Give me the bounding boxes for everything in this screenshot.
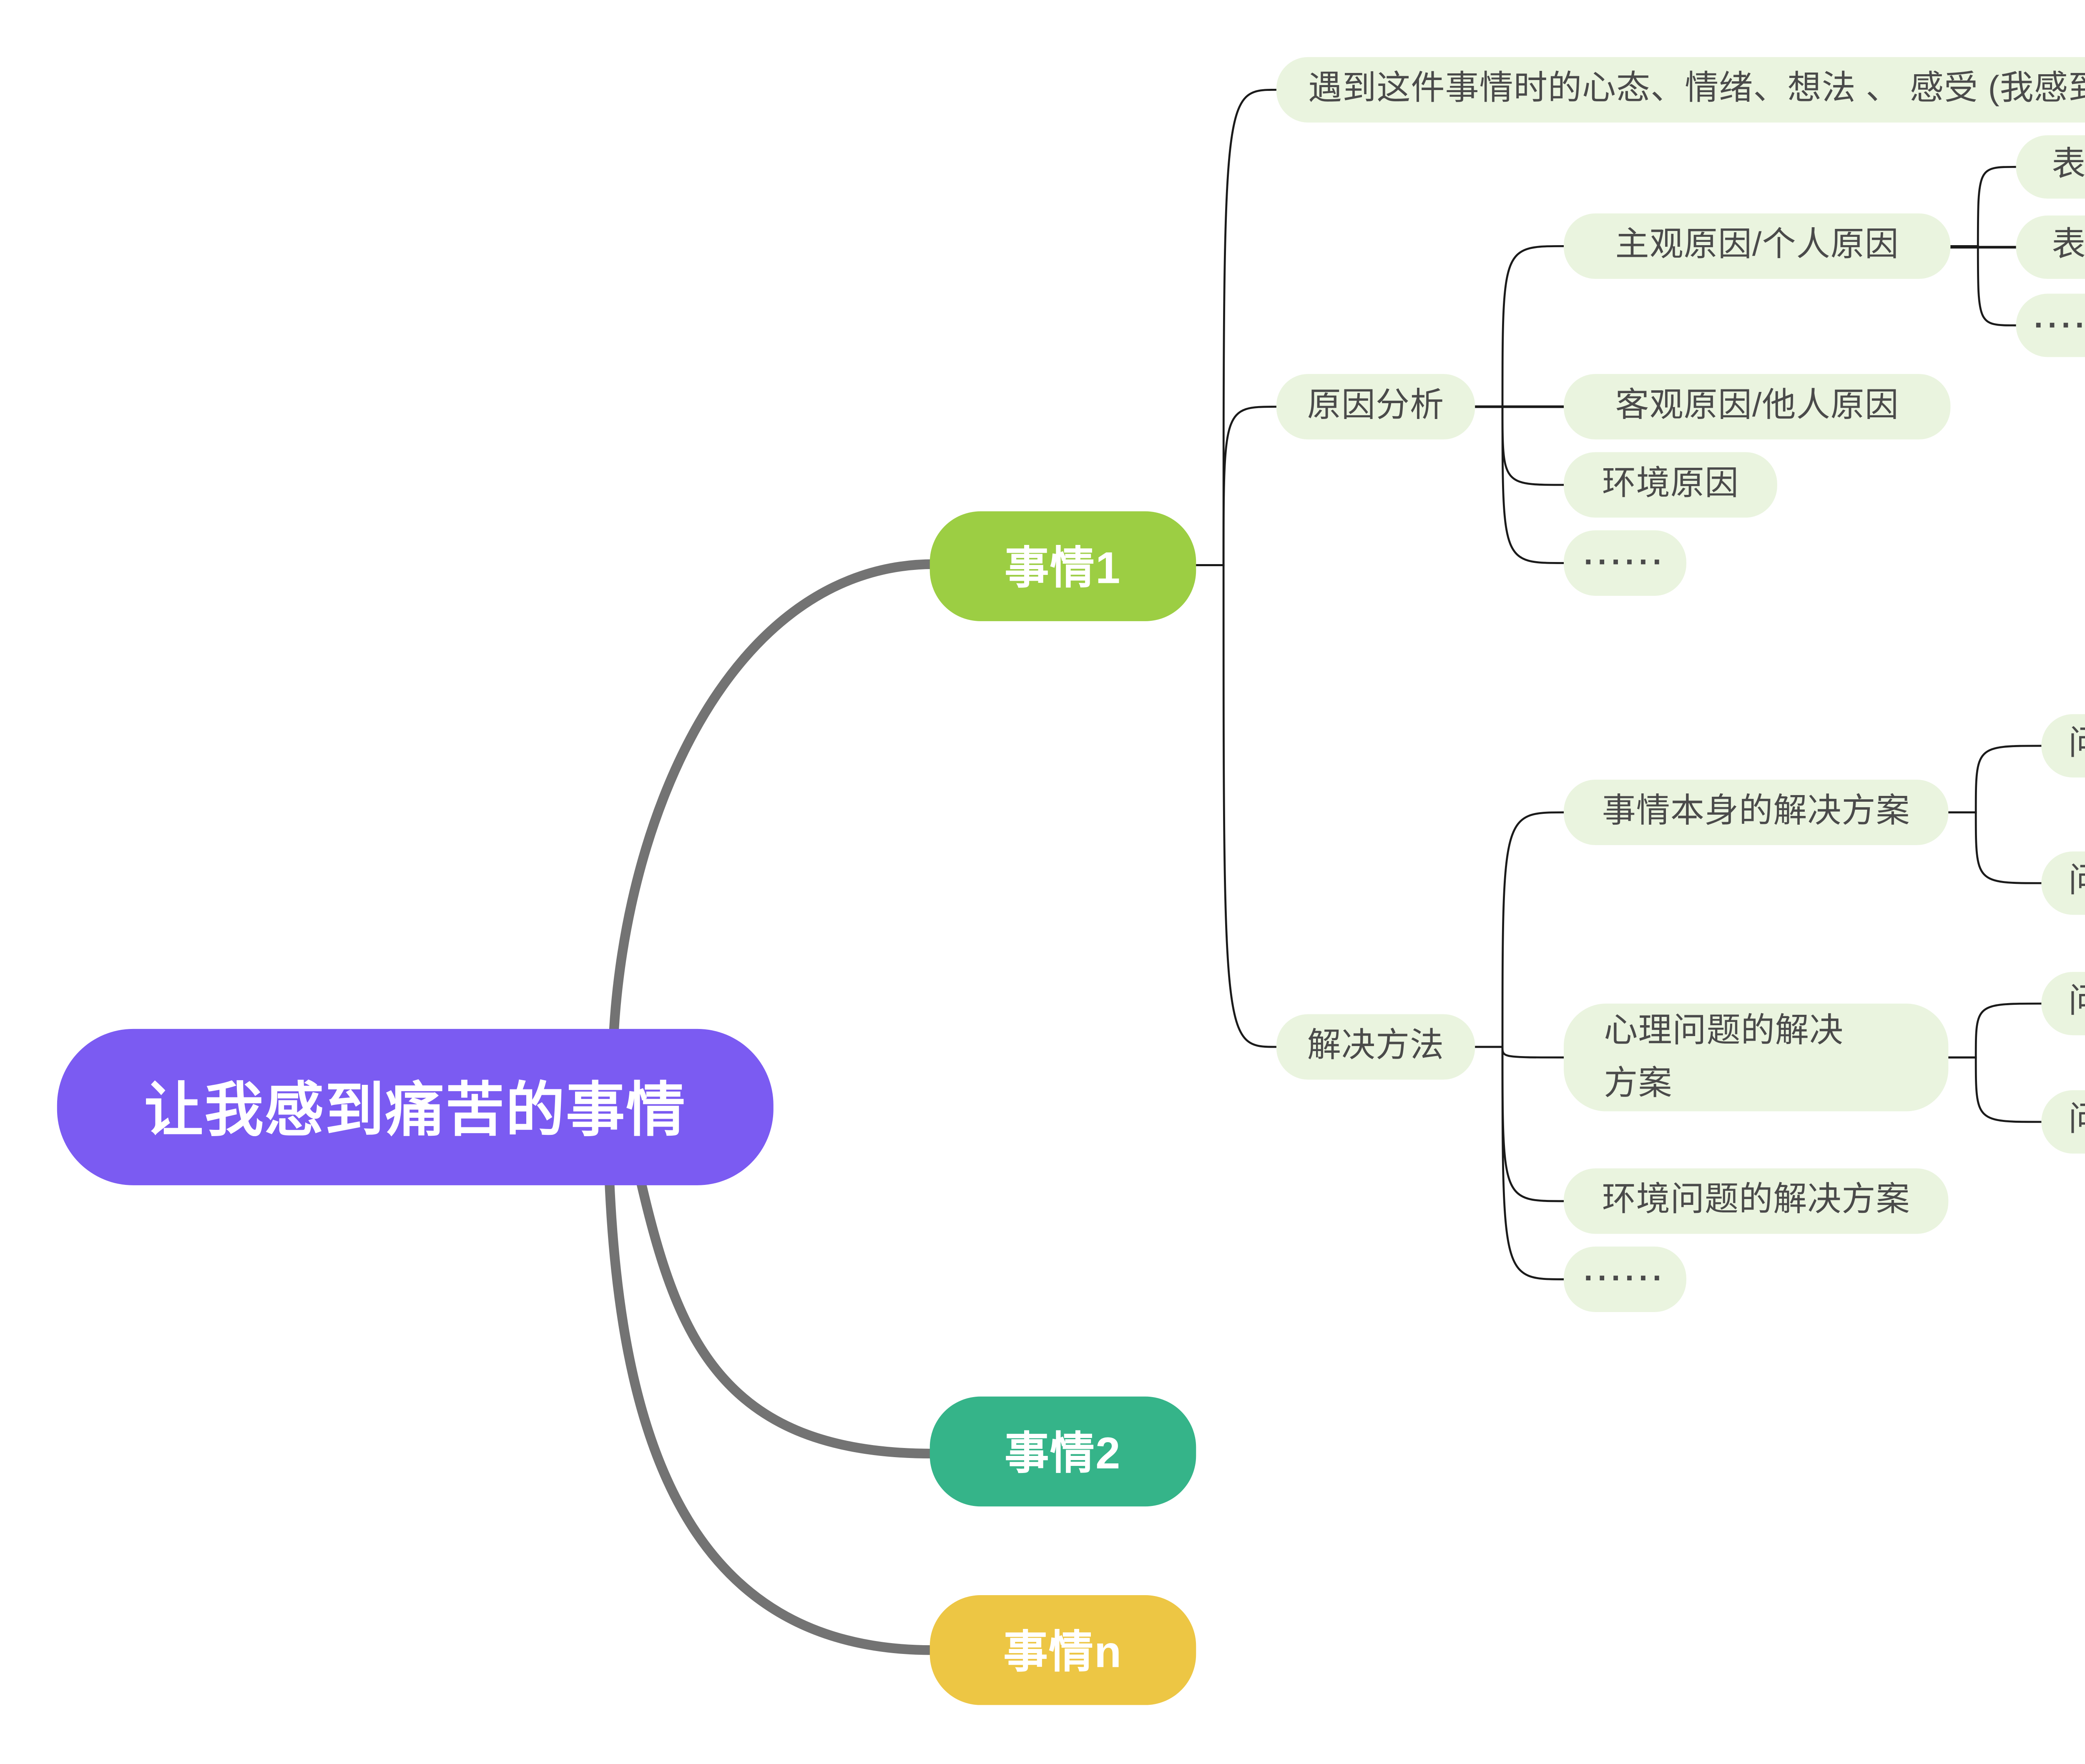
node-objective-cause[interactable]: 客观原因/他人原因	[1564, 374, 1951, 440]
node-event1[interactable]: 事情1	[929, 511, 1196, 621]
node-subjective-cause[interactable]: 主观原因/个人原因	[1564, 213, 1951, 279]
edge-solve-event-solution	[1474, 811, 1565, 1048]
edge-cause-environment	[1474, 406, 1565, 486]
edge-eventsol-q1	[1947, 745, 2042, 813]
edge-cause-more	[1474, 406, 1565, 564]
node-feelings[interactable]: 遇到这件事情时的心态、情绪、想法 、 感受 (我感到...我想到...)	[1276, 57, 2085, 123]
edge-solve-mind-solution	[1474, 1046, 1565, 1059]
node-cause-more[interactable]: ······	[1564, 530, 1686, 596]
edge-subjective-surface1	[1949, 166, 2017, 247]
node-eventn[interactable]: 事情n	[929, 1595, 1196, 1705]
node-solutions[interactable]: 解决方法	[1276, 1014, 1475, 1080]
node-cause-analysis[interactable]: 原因分析	[1276, 374, 1475, 440]
mind-solution-label: 心理问题的解决方案	[1604, 1013, 1844, 1102]
edge-eventsol-q2	[1947, 811, 2042, 884]
edge-solve-env-solution	[1474, 1046, 1565, 1202]
edge-solve-more	[1474, 1046, 1565, 1280]
node-mind-solution[interactable]: 心理问题的解决方案	[1564, 1004, 1949, 1112]
edge-root-event1	[608, 559, 939, 1061]
node-surface-cause2[interactable]: 表面原因2→	[2016, 215, 2085, 279]
node-event-solution[interactable]: 事情本身的解决方案	[1564, 779, 1949, 846]
node-event2[interactable]: 事情2	[929, 1396, 1196, 1507]
edge-root-eventn	[603, 1153, 937, 1655]
node-root[interactable]: 让我感到痛苦的事情	[57, 1029, 774, 1185]
edge-subjective-more	[1949, 245, 2017, 326]
node-surface-more[interactable]: ······	[2016, 294, 2085, 357]
edge-root-event2	[629, 1147, 937, 1459]
edge-event1-solve	[1195, 564, 1278, 1048]
node-env-solution[interactable]: 环境问题的解决方案	[1564, 1168, 1949, 1234]
edge-event1-feelings	[1195, 88, 1278, 566]
edge-mindsol-q2	[1947, 1056, 2042, 1123]
node-surface-cause1[interactable]: 表面原因1→	[2016, 135, 2085, 199]
node-solution-more[interactable]: ······	[1564, 1246, 1686, 1312]
edge-mindsol-q1	[1947, 1002, 2042, 1059]
edge-event1-cause	[1195, 406, 1278, 566]
node-environment-cause[interactable]: 环境原因	[1564, 452, 1777, 518]
edge-cause-subjective	[1474, 245, 1565, 408]
